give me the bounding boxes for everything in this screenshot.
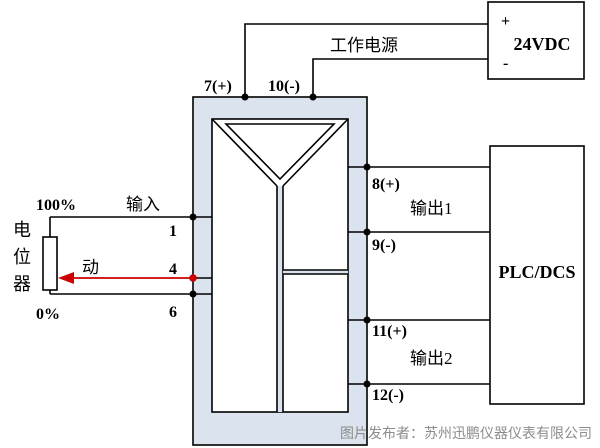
splitter-right-edge — [282, 118, 349, 187]
splitter-triangle — [224, 123, 336, 181]
terminal-9-label: 9(-) — [372, 237, 396, 254]
power-positive-wire — [244, 23, 488, 119]
terminal-10-dot — [309, 93, 317, 101]
terminal-11-label: 11(+) — [372, 323, 407, 340]
controller-label: PLC/DCS — [498, 262, 575, 282]
terminal-9-dot — [363, 228, 371, 236]
potentiometer — [42, 217, 58, 294]
pot-min-label: 0% — [36, 306, 60, 323]
terminal-4-dot — [189, 274, 197, 282]
wiper-label: 动 — [82, 258, 99, 277]
power-supply-box — [487, 1, 585, 80]
output2-label: 输出2 — [410, 349, 453, 368]
output1-label: 输出1 — [410, 199, 453, 218]
channel-gap — [277, 186, 283, 412]
terminal-8-label: 8(+) — [372, 176, 400, 193]
potentiometer-label: 电位器 — [11, 220, 31, 301]
terminal-10-label: 10(-) — [268, 78, 300, 95]
splitter-left-edge — [211, 118, 278, 187]
terminal-1-dot — [189, 213, 197, 221]
terminal-6-dot — [189, 290, 197, 298]
power-supply-label: 24VDC — [514, 34, 571, 54]
terminal-7-label: 7(+) — [204, 78, 232, 95]
terminal-1-label: 1 — [169, 223, 177, 240]
power-minus-sign: - — [503, 55, 508, 72]
power-plus-sign: + — [501, 13, 510, 30]
watermark-text: 图片发布者：苏州迅鹏仪器仪表有限公司 — [340, 426, 592, 442]
terminal-12-dot — [363, 380, 371, 388]
pot-max-label: 100% — [36, 197, 76, 214]
wiper-arrowhead — [58, 272, 74, 284]
controller-box — [489, 145, 585, 405]
terminal-6-label: 6 — [169, 304, 177, 321]
terminal-7-dot — [241, 93, 249, 101]
terminal-8-dot — [363, 163, 371, 171]
terminal-12-label: 12(-) — [372, 387, 404, 404]
input-label: 输入 — [126, 195, 160, 214]
pot-resistor — [42, 236, 58, 291]
power-label: 工作电源 — [330, 36, 398, 55]
terminal-4-label: 4 — [169, 261, 177, 278]
terminal-11-dot — [363, 316, 371, 324]
power-supply: + - 24VDC — [487, 1, 585, 80]
output-split-gap — [283, 270, 348, 274]
